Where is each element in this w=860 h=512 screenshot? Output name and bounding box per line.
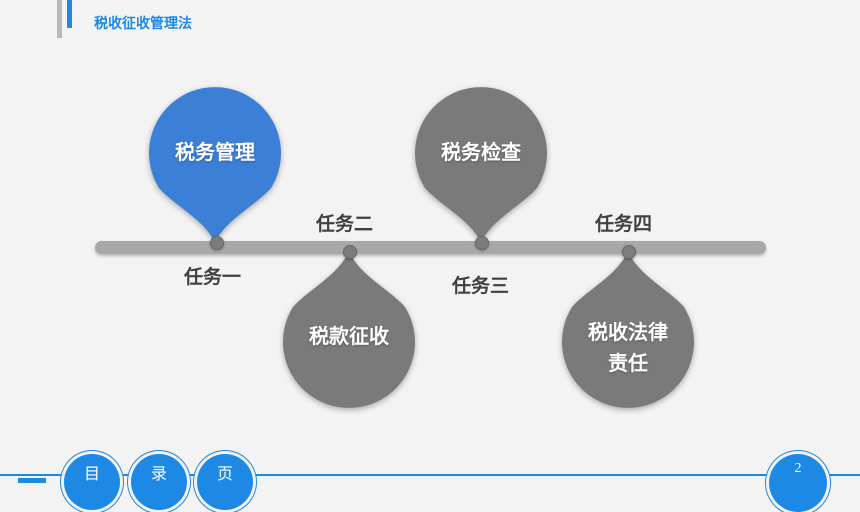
task-label-1: 任务一 bbox=[184, 266, 242, 288]
timeline-node-3 bbox=[475, 236, 489, 250]
task-label-3: 任务三 bbox=[452, 275, 510, 297]
footer-line bbox=[0, 474, 860, 476]
pin-shape bbox=[149, 87, 281, 244]
slide-title: 税收征收管理法 bbox=[94, 16, 192, 32]
pin-label: 税款征收 bbox=[309, 324, 389, 348]
footer-left-block bbox=[18, 478, 46, 483]
header-accent-bar-blue bbox=[67, 0, 72, 28]
pin-label-line1: 税收法律 bbox=[588, 320, 668, 344]
nav-button-label: 页 bbox=[216, 464, 233, 483]
nav-button-lu[interactable]: 录 bbox=[131, 454, 187, 510]
pin-shape bbox=[415, 87, 547, 244]
nav-button-label: 目 bbox=[83, 464, 100, 483]
timeline-node-2 bbox=[343, 245, 357, 259]
pin-label: 税务管理 bbox=[175, 140, 255, 164]
task-label-2: 任务二 bbox=[316, 213, 374, 235]
pin-tax-management[interactable]: 税务管理 bbox=[149, 80, 281, 246]
task-label-4: 任务四 bbox=[595, 213, 653, 235]
pin-tax-inspection[interactable]: 税务检查 bbox=[415, 80, 547, 246]
pin-shape bbox=[562, 251, 694, 408]
nav-button-ye[interactable]: 页 bbox=[197, 454, 253, 510]
timeline-bar bbox=[95, 241, 766, 254]
pin-shape bbox=[283, 251, 415, 408]
pin-tax-collection[interactable]: 税款征收 bbox=[283, 249, 415, 416]
header-accent-bar-gray bbox=[57, 0, 62, 38]
pin-label-line2: 责任 bbox=[608, 351, 648, 375]
page-number: 2 bbox=[794, 461, 802, 476]
page-number-badge: 2 bbox=[769, 454, 827, 512]
timeline-node-1 bbox=[210, 236, 224, 250]
nav-button-label: 录 bbox=[150, 464, 167, 483]
pin-tax-legal-liability[interactable]: 税收法律 责任 bbox=[562, 249, 694, 416]
pin-label: 税务检查 bbox=[441, 140, 521, 164]
nav-button-mu[interactable]: 目 bbox=[64, 454, 120, 510]
timeline-node-4 bbox=[622, 245, 636, 259]
